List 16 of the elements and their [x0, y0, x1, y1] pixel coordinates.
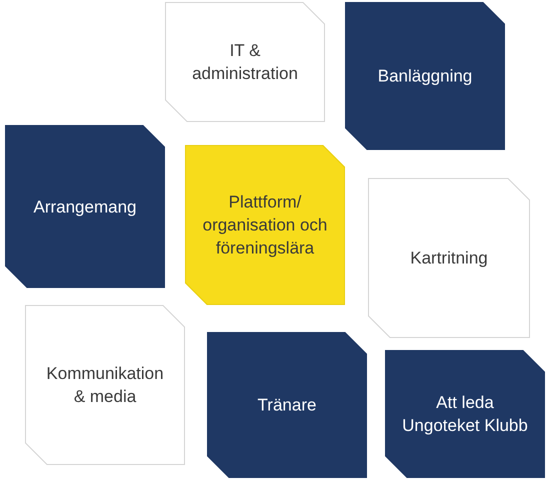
- tile-label: Plattform/ organisation och föreningslära: [202, 192, 328, 260]
- tile-label: Tränare: [256, 394, 318, 416]
- tile-label: Att leda Ungoteket Klubb: [401, 392, 529, 437]
- tile: [165, 2, 325, 122]
- tile: [207, 332, 367, 478]
- tile-label: Kommunikation & media: [45, 363, 165, 408]
- tile: [5, 125, 165, 288]
- tile-label: Kartritning: [409, 248, 489, 270]
- tile: [25, 305, 185, 465]
- tile: [368, 178, 530, 338]
- tile-label: IT & administration: [191, 40, 299, 85]
- tile: [345, 2, 505, 150]
- tile-label: Arrangemang: [32, 196, 138, 218]
- tile-label: Banläggning: [376, 66, 474, 88]
- tile: [385, 350, 545, 478]
- tile: [185, 145, 345, 305]
